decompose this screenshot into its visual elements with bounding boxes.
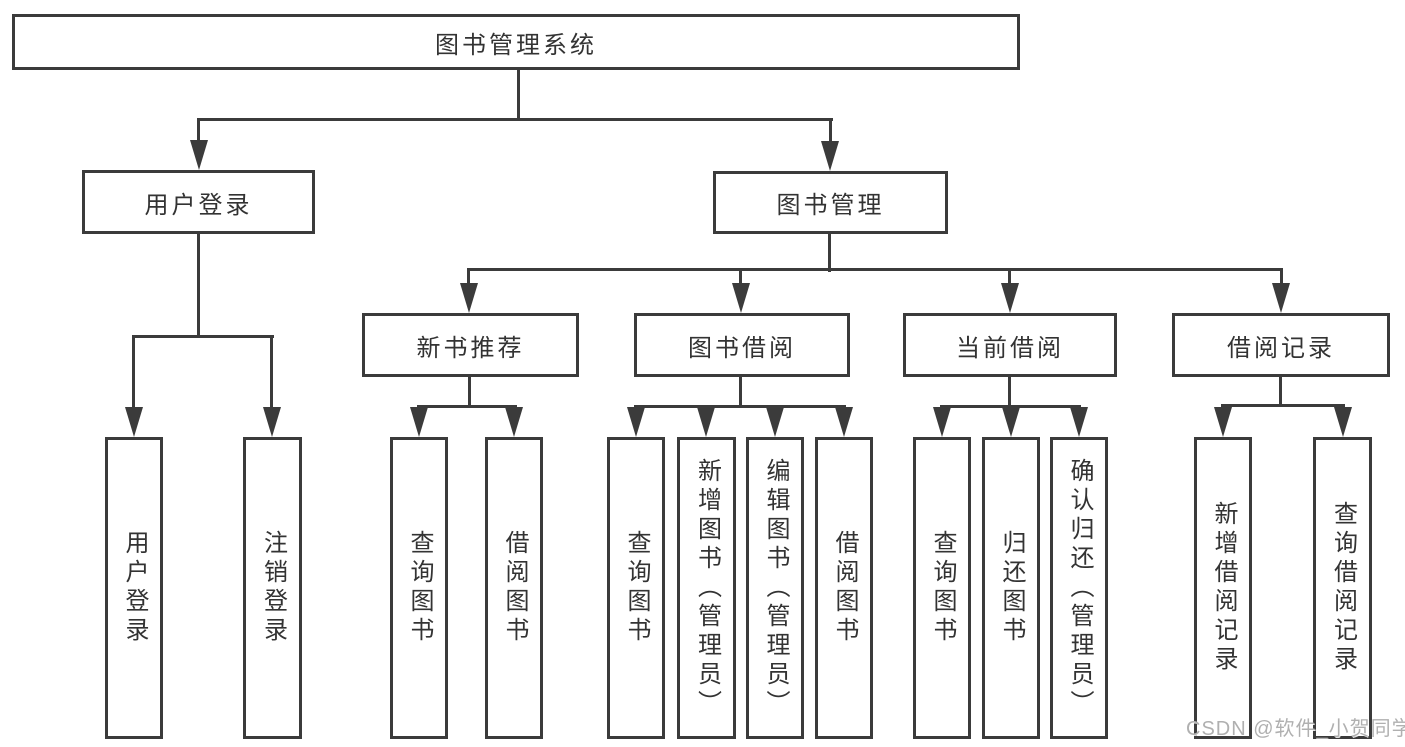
arrow-down-icon (263, 407, 281, 437)
leaf-newrec-borrow-books-label: 借阅图书 (501, 530, 528, 646)
leaf-borrowing-edit-books-admin: 编辑图书（管理员） (746, 437, 804, 739)
connector-line (270, 335, 273, 411)
connector-line (197, 118, 833, 121)
connector-line (197, 118, 200, 144)
node-book-management: 图书管理 (713, 171, 948, 234)
connector-line (940, 405, 1081, 408)
connector-line (1008, 375, 1011, 408)
leaf-current-confirm-return-admin: 确认归还（管理员） (1050, 437, 1108, 739)
node-book-borrowing-label: 图书借阅 (688, 334, 796, 362)
connector-line (132, 335, 274, 338)
arrow-down-icon (190, 140, 208, 170)
connector-line (468, 375, 471, 408)
node-new-book-recommend-label: 新书推荐 (416, 334, 525, 362)
arrow-down-icon (627, 407, 645, 437)
leaf-logout-label: 注销登录 (259, 530, 287, 646)
node-root-label: 图书管理系统 (435, 31, 597, 59)
arrow-down-icon (505, 407, 523, 437)
connector-line (417, 405, 517, 408)
node-current-borrowing: 当前借阅 (903, 313, 1117, 377)
arrow-down-icon (1002, 407, 1020, 437)
node-user-login-label: 用户登录 (144, 191, 253, 219)
connector-line (517, 70, 520, 121)
node-book-management-label: 图书管理 (776, 192, 885, 219)
connector-line (467, 268, 470, 288)
leaf-newrec-query-books-label: 查询图书 (406, 530, 433, 646)
arrow-down-icon (1214, 407, 1232, 437)
arrow-down-icon (766, 407, 784, 437)
leaf-borrowing-borrow-books-label: 借阅图书 (831, 530, 858, 646)
leaf-newrec-query-books: 查询图书 (390, 437, 448, 739)
arrow-down-icon (460, 283, 478, 313)
leaf-records-query-record: 查询借阅记录 (1313, 437, 1372, 739)
leaf-borrowing-add-books-admin: 新增图书（管理员） (677, 437, 736, 739)
leaf-records-add-record: 新增借阅记录 (1194, 437, 1252, 739)
node-new-book-recommend: 新书推荐 (362, 313, 579, 377)
node-book-borrowing: 图书借阅 (634, 313, 850, 377)
arrow-down-icon (835, 407, 853, 437)
node-user-login: 用户登录 (82, 170, 315, 234)
connector-line (1008, 268, 1011, 288)
connector-line (1280, 268, 1283, 288)
leaf-current-query-books-label: 查询图书 (929, 530, 956, 646)
connector-line (739, 375, 742, 408)
arrow-down-icon (1334, 407, 1352, 437)
node-borrow-records-label: 借阅记录 (1227, 334, 1335, 362)
arrow-down-icon (125, 407, 143, 437)
arrow-down-icon (1001, 283, 1019, 313)
leaf-current-return-books-label: 归还图书 (998, 530, 1025, 646)
leaf-user-login: 用户登录 (105, 437, 163, 739)
connector-line (467, 268, 1283, 271)
arrow-down-icon (697, 407, 715, 437)
arrow-down-icon (821, 141, 839, 171)
leaf-records-add-record-label: 新增借阅记录 (1210, 501, 1237, 675)
leaf-newrec-borrow-books: 借阅图书 (485, 437, 543, 739)
arrow-down-icon (933, 407, 951, 437)
leaf-borrowing-query-books-label: 查询图书 (623, 530, 650, 646)
leaf-records-query-record-label: 查询借阅记录 (1329, 501, 1357, 675)
connector-line (634, 405, 846, 408)
arrow-down-icon (732, 283, 750, 313)
node-current-borrowing-label: 当前借阅 (956, 334, 1064, 362)
watermark: CSDN @软件_小贺同学 (1186, 718, 1405, 740)
connector-line (1279, 375, 1282, 407)
leaf-current-confirm-return-admin-label: 确认归还（管理员） (1066, 457, 1093, 719)
arrow-down-icon (1070, 407, 1088, 437)
arrow-down-icon (1272, 283, 1290, 313)
leaf-logout: 注销登录 (243, 437, 302, 739)
leaf-borrowing-edit-books-admin-label: 编辑图书（管理员） (762, 457, 789, 719)
connector-line (829, 118, 832, 144)
connector-line (739, 268, 742, 288)
connector-line (132, 335, 135, 411)
leaf-borrowing-query-books: 查询图书 (607, 437, 665, 739)
leaf-borrowing-borrow-books: 借阅图书 (815, 437, 873, 739)
connector-line (1221, 404, 1345, 407)
leaf-current-query-books: 查询图书 (913, 437, 971, 739)
arrow-down-icon (410, 407, 428, 437)
leaf-borrowing-add-books-admin-label: 新增图书（管理员） (693, 457, 721, 719)
node-root: 图书管理系统 (12, 14, 1020, 70)
node-borrow-records: 借阅记录 (1172, 313, 1390, 377)
leaf-user-login-label: 用户登录 (121, 530, 148, 646)
connector-line (828, 232, 831, 272)
leaf-current-return-books: 归还图书 (982, 437, 1040, 739)
connector-line (197, 232, 200, 338)
